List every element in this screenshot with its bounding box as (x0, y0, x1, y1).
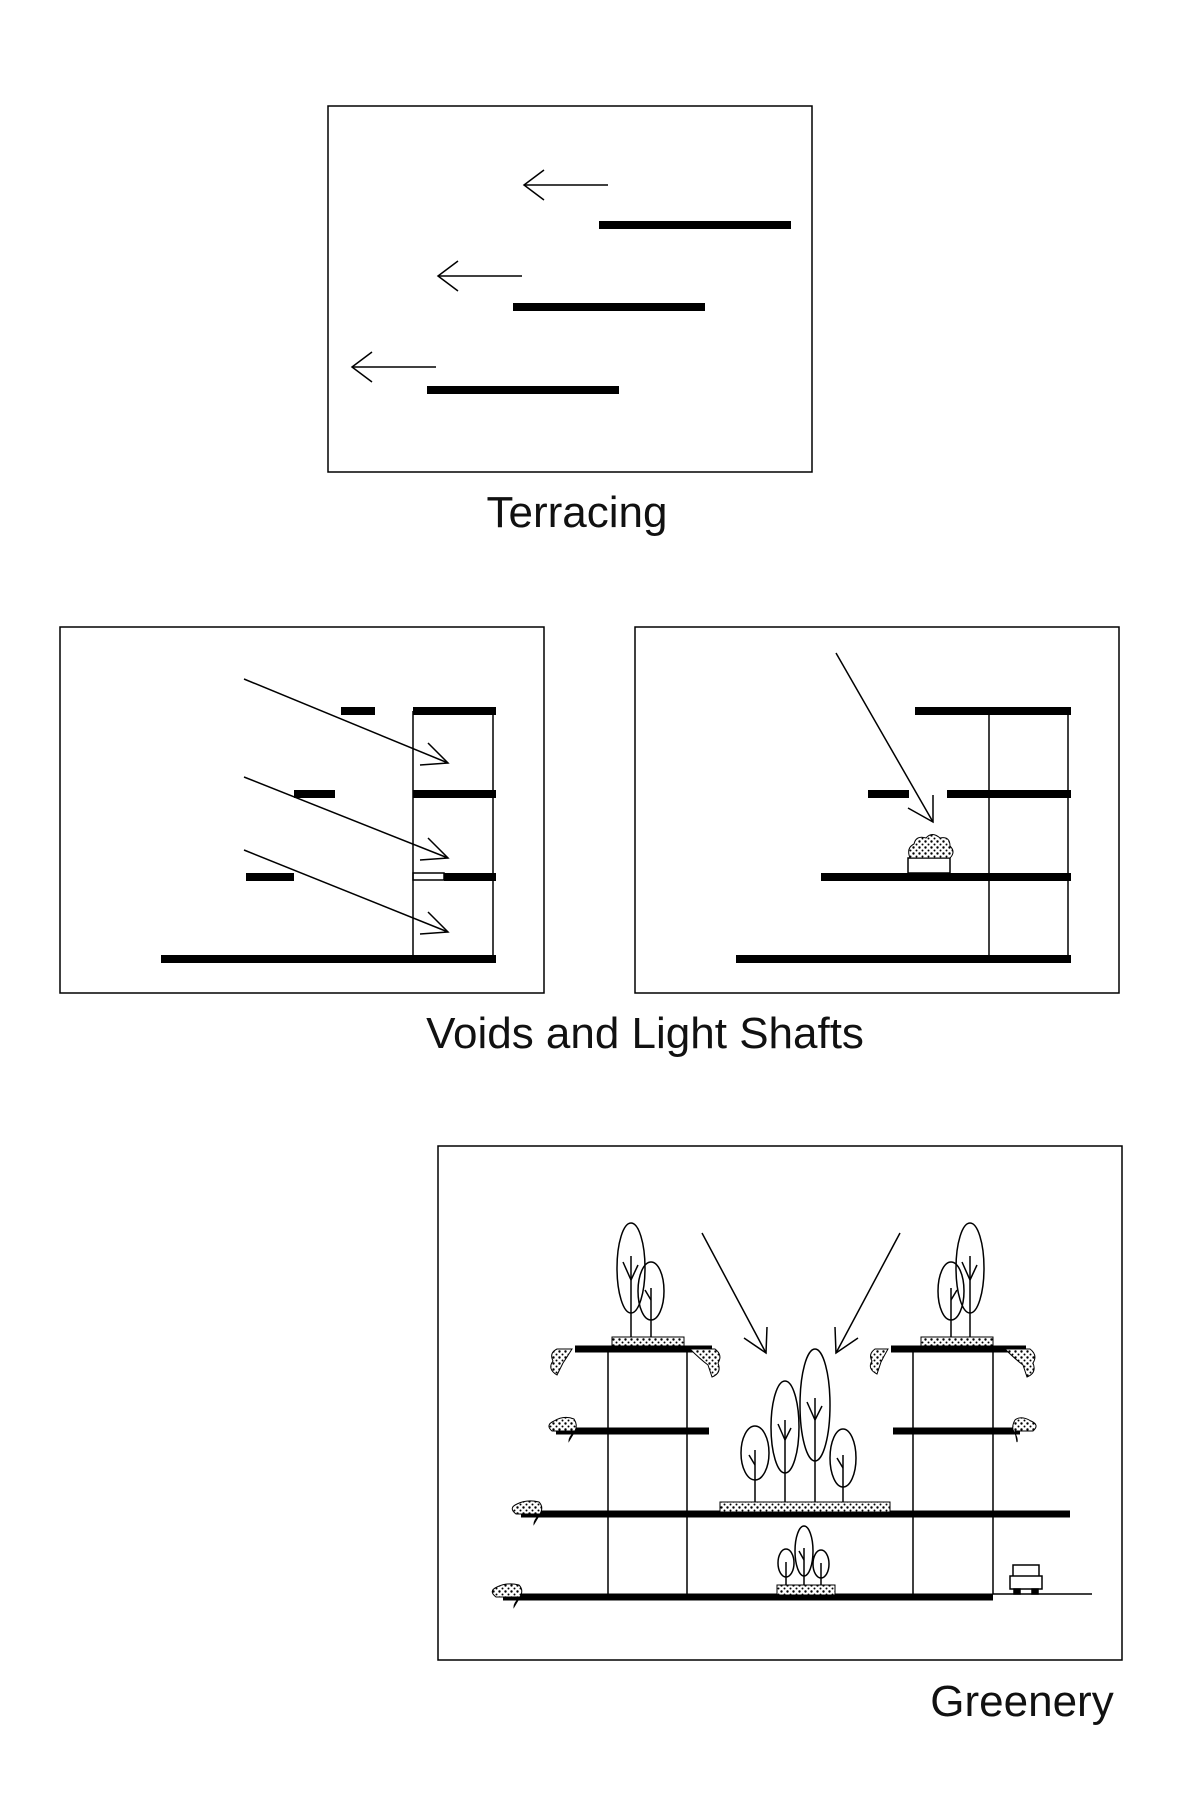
voids-left-slabs (161, 707, 496, 963)
tree (799, 1348, 831, 1502)
terrace-arrow-lower (350, 351, 436, 383)
terrace-arrows (350, 169, 608, 383)
tree (955, 1222, 985, 1337)
tree (812, 1549, 830, 1585)
tree (937, 1261, 965, 1337)
trees (616, 1222, 985, 1585)
greenery-panel (437, 1145, 1123, 1661)
hanging-shrub (688, 1348, 721, 1378)
voids-right-frame (634, 626, 1120, 994)
terrace-arrow-upper (522, 169, 608, 201)
tree (794, 1525, 814, 1585)
planter-shrub (908, 834, 954, 859)
window-opening (412, 872, 445, 881)
voids-panel-left (59, 626, 545, 994)
voids-right-slabs (736, 707, 1071, 963)
hanging-shrub (511, 1500, 543, 1526)
hanging-shrub (869, 1348, 889, 1375)
sun-arrow-right (834, 1232, 901, 1355)
shrub-bed (920, 1336, 994, 1347)
hanging-shrub (550, 1348, 573, 1376)
terracing-caption: Terracing (486, 488, 668, 537)
light-ray-upper (243, 678, 450, 766)
light-ray-shaft (835, 652, 934, 824)
greenery-caption: Greenery (930, 1677, 1114, 1726)
hanging-shrub (1012, 1417, 1037, 1443)
hanging-shrub (548, 1416, 577, 1443)
voids-panel-right (634, 626, 1120, 994)
shrub-bed (719, 1501, 891, 1513)
sun-arrow-left (701, 1232, 768, 1355)
light-rays (243, 678, 450, 935)
greenery-frame (437, 1145, 1123, 1661)
hanging-shrub (491, 1583, 523, 1609)
voids-caption: Voids and Light Shafts (426, 1009, 864, 1058)
car-icon (1009, 1564, 1043, 1595)
greenery-slabs (503, 1345, 1070, 1601)
terrace-slabs (427, 221, 791, 394)
planter-box (907, 857, 951, 874)
voids-left-frame (59, 626, 545, 994)
sun-arrows (701, 1232, 901, 1355)
terracing-panel (327, 105, 813, 473)
light-ray-lower (243, 849, 450, 935)
tree (829, 1428, 857, 1502)
columns (607, 1349, 994, 1594)
tree (637, 1261, 665, 1337)
shrubs (491, 1336, 1037, 1609)
tree (777, 1548, 795, 1585)
tree (740, 1425, 770, 1502)
hanging-shrub (1003, 1348, 1036, 1378)
terracing-frame (327, 105, 813, 473)
shrub-bed (611, 1336, 685, 1347)
terrace-arrow-middle (436, 260, 522, 292)
tree (616, 1222, 646, 1337)
shrub-bed (776, 1584, 836, 1596)
tree (770, 1380, 800, 1502)
light-ray-middle (243, 776, 450, 861)
